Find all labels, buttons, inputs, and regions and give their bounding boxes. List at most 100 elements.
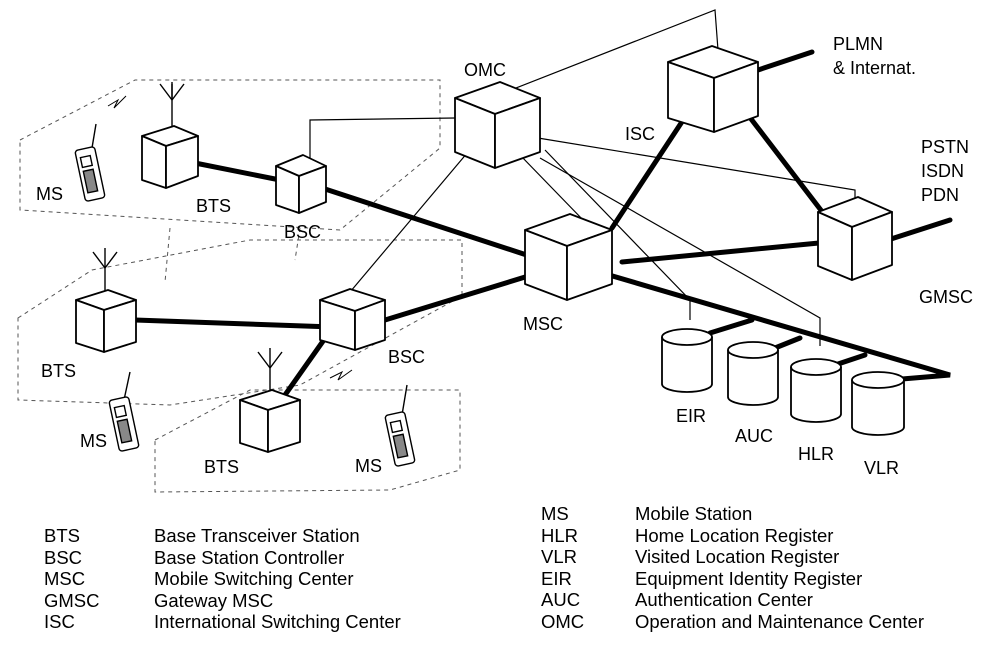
radio-signal-upper: [107, 95, 127, 109]
legend-desc: Home Location Register: [635, 524, 834, 546]
ms-upper-phone-icon: [74, 123, 106, 202]
msc-to-isc: [609, 99, 698, 231]
legend-desc: Base Station Controller: [154, 546, 345, 568]
legend-row: MSC Mobile Switching Center: [44, 568, 401, 590]
label-pstn: PSTN: [921, 137, 969, 157]
databases: [661, 328, 905, 436]
legend-abbr: EIR: [541, 567, 572, 589]
label-eir: EIR: [676, 406, 706, 426]
legend-row: HLR Home Location Register: [541, 525, 924, 547]
label-ms-upper: MS: [36, 184, 63, 204]
omc-to-bsc-upper-link: [309, 117, 456, 163]
msc-to-gmsc: [619, 237, 853, 265]
ms-right-phone-icon: [384, 384, 416, 467]
cell-connector-a: [164, 227, 171, 283]
antennas: [92, 82, 283, 392]
legend-abbr: OMC: [541, 610, 585, 632]
legend-row: MS Mobile Station: [541, 503, 924, 525]
label-bsc-upper: BSC: [284, 222, 321, 242]
legend-abbr: VLR: [541, 546, 577, 568]
cell-outlines: [17, 79, 463, 493]
legend-row: VLR Visited Location Register: [541, 546, 924, 568]
legend-row: BSC Base Station Controller: [44, 547, 401, 569]
antenna-bts-left-icon: [92, 248, 118, 292]
cell-upper: [19, 79, 441, 231]
label-plmn-line1: PLMN: [833, 34, 883, 54]
omc-icon: [454, 81, 541, 169]
omc-to-bsc-lower-link: [344, 151, 469, 299]
mobile-stations: [74, 123, 416, 467]
gmsc-to-pstn: [885, 217, 953, 243]
label-isc: ISC: [625, 124, 655, 144]
node-labels: OMC ISC PLMN & Internat. PSTN ISDN PDN G…: [36, 34, 973, 478]
omc-to-msc-link: [519, 154, 586, 223]
legend-abbr: BTS: [44, 525, 80, 546]
legend-abbr: ISC: [44, 611, 75, 633]
legend-desc: Base Transceiver Station: [154, 525, 360, 546]
label-isdn: ISDN: [921, 161, 964, 181]
bts-left-to-bsc-lower: [132, 317, 336, 330]
legend-right: MS Mobile Station HLR Home Location Regist…: [541, 503, 924, 633]
radio-signal-lower: [329, 369, 353, 381]
bts-upper-to-bsc-upper: [187, 159, 283, 183]
eir-database-icon: [661, 328, 713, 393]
label-ms-right: MS: [355, 456, 382, 476]
legend-row: ISC International Switching Center: [44, 611, 401, 633]
legend-abbr: GMSC: [44, 589, 100, 611]
hlr-database-icon: [790, 358, 842, 423]
msc-icon: [524, 213, 613, 301]
legend-left: BTS Base Transceiver Station BSC Base Stat…: [44, 525, 401, 633]
legend-desc: Mobile Switching Center: [154, 568, 354, 590]
label-gmsc: GMSC: [919, 287, 973, 307]
legend-desc: Visited Location Register: [635, 546, 840, 568]
antenna-bts-bottom-icon: [257, 348, 283, 392]
legend-abbr: HLR: [541, 524, 579, 546]
legend-desc: Gateway MSC: [154, 589, 274, 611]
auc-database-icon: [727, 341, 779, 406]
bus-to-hlr: [832, 352, 868, 368]
bts-bottom-icon: [239, 389, 301, 453]
antenna-bts-upper-icon: [159, 82, 185, 128]
legend-desc: International Switching Center: [154, 611, 401, 633]
bsc-upper-to-msc: [319, 185, 551, 265]
legend-row: EIR Equipment Identity Register: [541, 568, 924, 590]
label-bts-left: BTS: [41, 361, 76, 381]
cell-connector-b: [294, 227, 301, 261]
bsc-upper-icon: [275, 154, 327, 214]
legend-abbr: MSC: [44, 568, 86, 590]
cell-bottom: [154, 389, 461, 493]
legend-abbr: AUC: [541, 589, 581, 611]
label-vlr: VLR: [864, 458, 899, 478]
bsc-lower-icon: [319, 288, 386, 351]
bus-to-eir: [707, 317, 755, 336]
gmsc-icon: [817, 196, 893, 281]
bsc-lower-to-msc: [382, 267, 551, 323]
management-links: [309, 9, 856, 346]
network-nodes: [75, 45, 893, 453]
legend-abbr: MS: [541, 503, 569, 524]
isc-icon: [667, 45, 759, 133]
label-msc: MSC: [523, 314, 563, 334]
radio-signals: [107, 95, 353, 381]
legend-row: AUC Authentication Center: [541, 589, 924, 611]
label-bsc-lower: BSC: [388, 347, 425, 367]
legend-desc: Operation and Maintenance Center: [635, 610, 924, 632]
label-bts-upper: BTS: [196, 196, 231, 216]
ms-left-phone-icon: [108, 371, 140, 452]
legend-desc: Authentication Center: [635, 589, 813, 611]
label-plmn-line2: & Internat.: [833, 58, 916, 78]
label-ms-left: MS: [80, 431, 107, 451]
legend-row: BTS Base Transceiver Station: [44, 525, 401, 547]
omc-to-isc-link: [497, 9, 719, 96]
isc-to-plmn: [755, 49, 815, 73]
msc-to-register-bus: [589, 267, 951, 383]
legend-desc: Mobile Station: [635, 503, 753, 524]
label-pdn: PDN: [921, 185, 959, 205]
vlr-database-icon: [851, 371, 905, 436]
legend-desc: Equipment Identity Register: [635, 567, 863, 589]
label-hlr: HLR: [798, 444, 834, 464]
legend-abbr: BSC: [44, 546, 83, 568]
label-omc: OMC: [464, 60, 506, 80]
legend-row: OMC Operation and Maintenance Center: [541, 611, 924, 633]
